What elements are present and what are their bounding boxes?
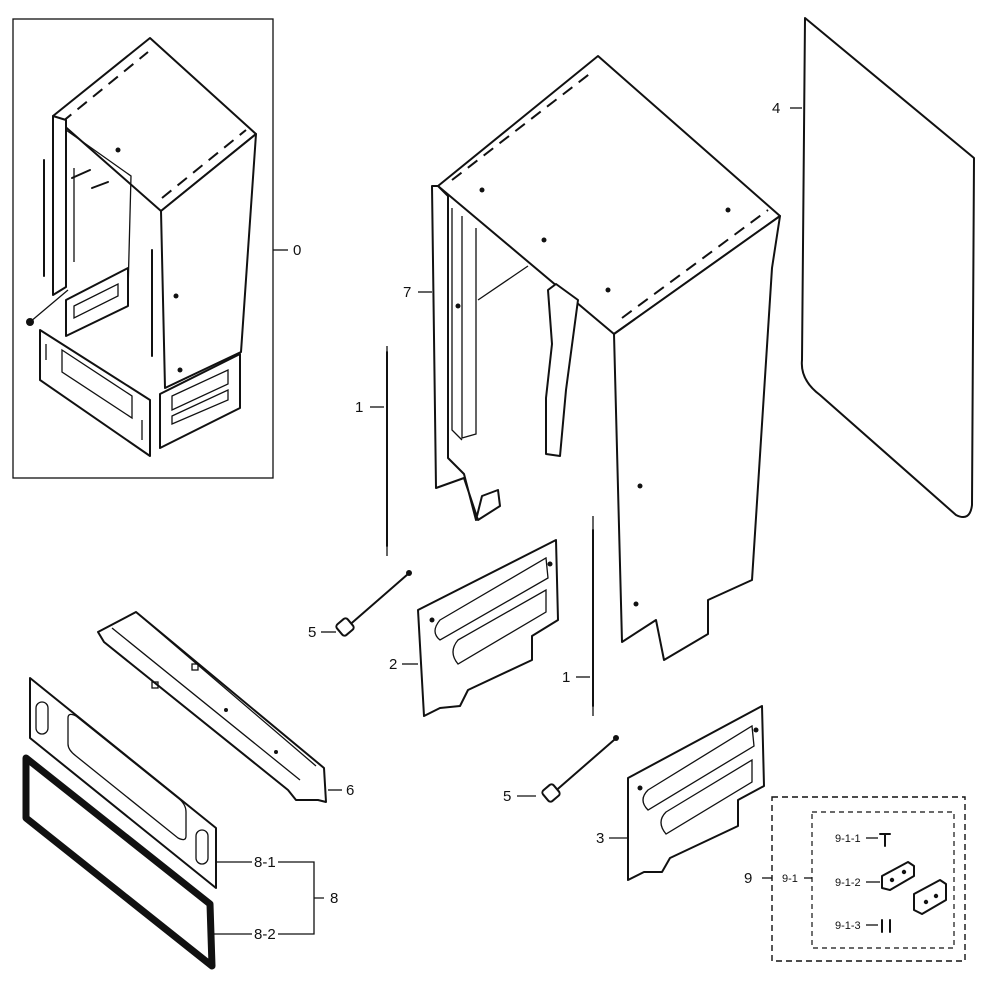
part-4-side-panel xyxy=(800,17,975,518)
callout-7: 7 xyxy=(403,284,411,301)
kit-9-1-frame xyxy=(811,811,955,949)
inset-frame xyxy=(12,18,274,479)
callout-8-2: 8-2 xyxy=(254,926,276,943)
callout-2: 2 xyxy=(389,656,397,673)
part-7-outer-wrap xyxy=(431,55,781,661)
callout-9-1-2: 9-1-2 xyxy=(835,877,861,889)
assembly-inset xyxy=(12,18,274,479)
part-3-bracket-right xyxy=(627,705,765,881)
part-8-1-toe-panel xyxy=(29,677,217,889)
part-8-2-seal xyxy=(22,754,216,970)
inset-tub-side xyxy=(160,133,257,389)
part-2-bracket-left xyxy=(417,539,559,717)
part-5-cable-lower xyxy=(541,735,619,803)
callout-9-1-3: 9-1-3 xyxy=(835,920,861,932)
callout-6: 6 xyxy=(346,782,354,799)
kit-9-frame xyxy=(771,796,966,962)
callout-5-lower: 5 xyxy=(503,788,511,805)
part-9-1-2-hinge-bracket xyxy=(881,861,947,915)
callout-0: 0 xyxy=(293,242,301,259)
part-5-cable-upper xyxy=(335,570,412,637)
callout-5-upper: 5 xyxy=(308,624,316,641)
part-6-rail xyxy=(97,611,327,803)
callout-9-1: 9-1 xyxy=(782,873,798,885)
bracket-8 xyxy=(278,861,324,935)
callout-1-lower: 1 xyxy=(562,669,570,686)
callout-8-1: 8-1 xyxy=(254,854,276,871)
callout-1-upper: 1 xyxy=(355,399,363,416)
callout-9-1-1: 9-1-1 xyxy=(835,833,861,845)
callout-3: 3 xyxy=(596,830,604,847)
callout-9: 9 xyxy=(744,870,752,887)
part-9-1-1-screw xyxy=(879,833,891,847)
part-9-1-3-screw xyxy=(881,919,891,933)
callout-4: 4 xyxy=(772,100,780,117)
callout-8: 8 xyxy=(330,890,338,907)
